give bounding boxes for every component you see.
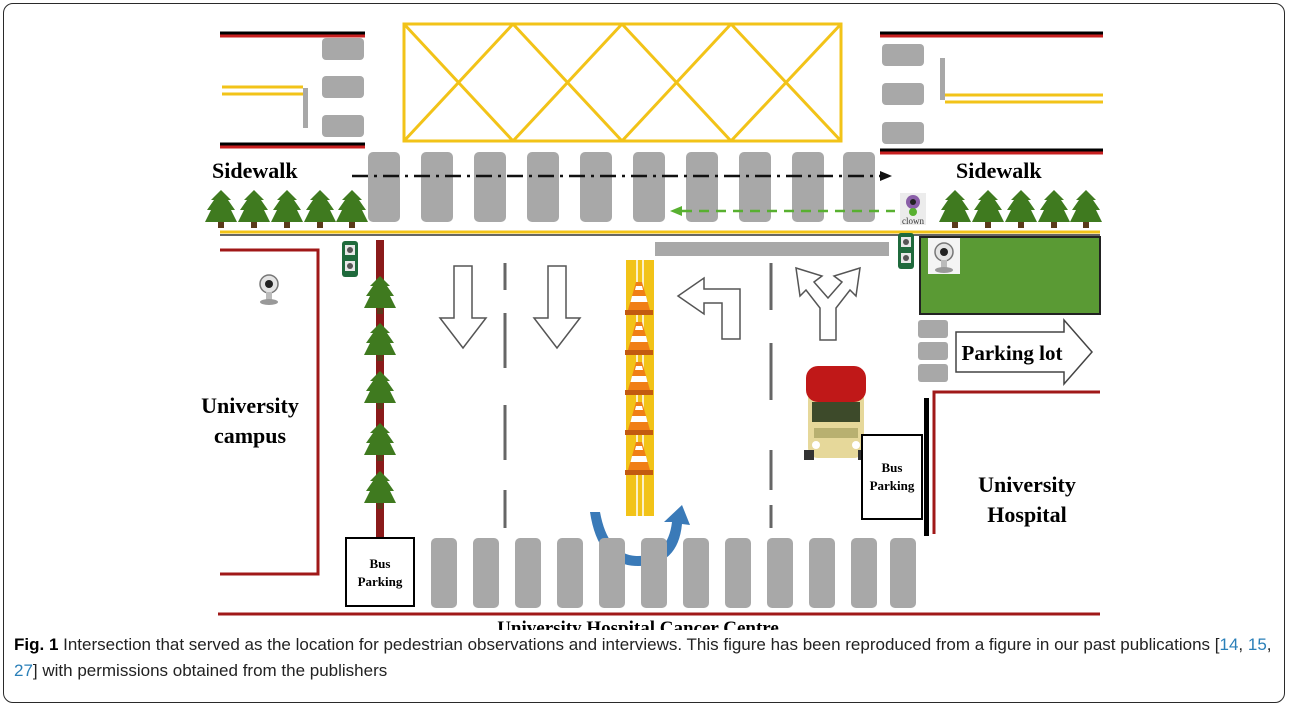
security-camera-right-icon — [934, 242, 954, 274]
bus-parking-left — [345, 537, 415, 607]
bus-parking-right — [861, 398, 929, 536]
bus-parking-left-label-2: Parking — [358, 574, 403, 589]
caption-text-end: ] with permissions obtained from the pub… — [32, 661, 388, 680]
sidewalk-left-label: Sidewalk — [212, 158, 298, 183]
bus-parking-left-label-1: Bus — [370, 556, 391, 571]
camera-label: clown — [902, 216, 924, 226]
yellow-box-junction — [402, 22, 843, 143]
campus-label-1: University — [201, 393, 299, 418]
campus-label-2: campus — [214, 423, 287, 448]
left-turn-arrow — [676, 276, 741, 340]
minibus-icon — [804, 366, 868, 460]
stop-bar — [655, 242, 889, 256]
median-with-cones — [625, 260, 654, 516]
figure-caption: Fig. 1 Intersection that served as the l… — [14, 632, 1276, 684]
cancer-centre-label: University Hospital Cancer Centre — [497, 618, 779, 630]
traffic-signal-right-icon — [898, 233, 914, 269]
bus-parking-right-label-2: Parking — [870, 478, 915, 493]
parking-lot-label: Parking lot — [962, 341, 1063, 365]
citation-separator: , — [1266, 635, 1272, 654]
split-arrow — [795, 266, 861, 341]
figure-number: Fig. 1 — [14, 635, 59, 654]
straight-arrow-middle — [532, 265, 582, 350]
straight-arrow-left — [438, 265, 488, 350]
caption-text: Intersection that served as the location… — [58, 635, 1220, 654]
bottom-crosswalk — [431, 538, 916, 608]
trees-left-sidewalk — [205, 190, 368, 228]
hospital-label-1: University — [978, 472, 1076, 497]
camera-icon — [900, 193, 926, 225]
citation-link-14[interactable]: 14 — [1219, 635, 1239, 654]
top-left-road — [220, 31, 365, 149]
sidewalk-right-label: Sidewalk — [956, 158, 1042, 183]
citation-link-15[interactable]: 15 — [1247, 635, 1267, 654]
pedestrian-path-black — [352, 171, 892, 181]
hospital-boundary — [932, 390, 1100, 534]
citation-link-27[interactable]: 27 — [14, 661, 33, 680]
hospital-label-2: Hospital — [987, 502, 1066, 527]
security-camera-left-icon — [259, 274, 279, 306]
traffic-signal-left-icon — [342, 241, 358, 277]
intersection-diagram: Sidewalk Sidewalk clown University campu… — [201, 22, 1103, 630]
citation-separator: , — [1238, 635, 1248, 654]
pedestrian-path-green — [670, 206, 895, 216]
bus-parking-right-label-1: Bus — [882, 460, 903, 475]
top-crosswalk — [368, 152, 875, 222]
campus-boundary — [220, 248, 320, 576]
trees-right-sidewalk — [939, 190, 1102, 228]
parking-lot-stalls — [918, 320, 948, 382]
tree-line-median — [364, 240, 396, 538]
top-right-road — [880, 31, 1103, 155]
parking-lot-arrow — [955, 318, 1093, 386]
